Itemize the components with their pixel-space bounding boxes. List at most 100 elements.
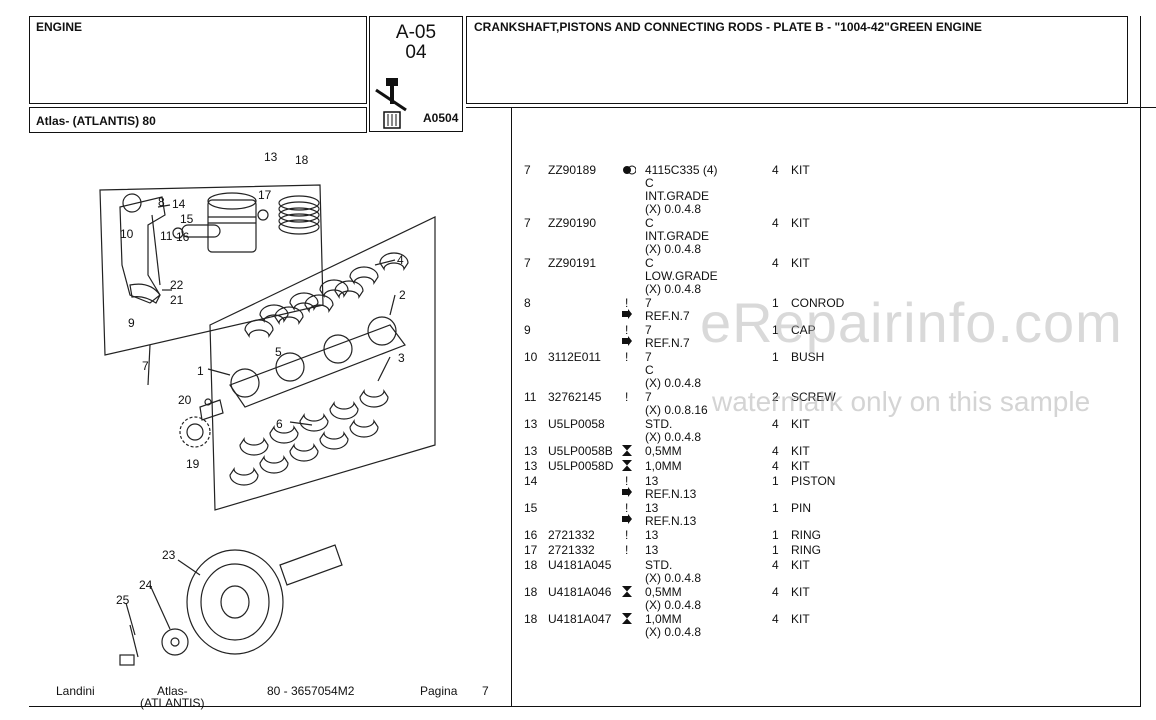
part-ref: 18: [524, 558, 538, 572]
footer-page-label: Pagina: [420, 684, 458, 698]
part-description: (X) 0.0.4.8: [645, 430, 702, 444]
part-ref: 13: [524, 444, 538, 458]
callout-7: 7: [142, 359, 149, 373]
callout-23: 23: [162, 548, 176, 562]
part-code: 2721332: [548, 543, 595, 557]
part-description: (X) 0.0.4.8: [645, 376, 702, 390]
callout-25: 25: [116, 593, 130, 607]
part-ref: 18: [524, 585, 538, 599]
part-ref: 17: [524, 543, 538, 557]
callout-24: 24: [139, 578, 153, 592]
part-name: KIT: [791, 256, 810, 270]
callout-14: 14: [172, 197, 186, 211]
part-name: KIT: [791, 444, 810, 458]
part-description: REF.N.7: [645, 336, 690, 350]
plate-title: CRANKSHAFT,PISTONS AND CONNECTING RODS -…: [474, 20, 982, 34]
part-code: U4181A047: [548, 612, 612, 626]
part-name: KIT: [791, 612, 810, 626]
part-code: ZZ90190: [548, 216, 597, 230]
column-divider: [511, 107, 512, 707]
part-description: 13: [645, 528, 659, 542]
callout-21: 21: [170, 293, 184, 307]
part-ref: 8: [524, 296, 531, 310]
callout-10: 10: [120, 227, 134, 241]
part-code: U5LP0058D: [548, 459, 614, 473]
icon-code: A0504: [423, 111, 459, 125]
part-code: 2721332: [548, 528, 595, 542]
model-box: [29, 107, 367, 133]
part-description: 0,5MM: [645, 585, 682, 599]
part-description: (X) 0.0.4.8: [645, 598, 702, 612]
part-qty: 1: [772, 350, 779, 364]
footer-page-num: 7: [482, 684, 489, 698]
part-name: PISTON: [791, 474, 836, 488]
callout-8: 8: [158, 195, 165, 209]
part-name: RING: [791, 528, 821, 542]
section-title: ENGINE: [36, 20, 83, 34]
part-name: PIN: [791, 501, 812, 515]
part-description: 13: [645, 543, 659, 557]
part-description: REF.N.13: [645, 487, 697, 501]
part-description: (X) 0.0.4.8: [645, 625, 702, 639]
part-ref: 9: [524, 323, 531, 337]
part-qty: 4: [772, 256, 779, 270]
callout-1: 1: [197, 364, 204, 378]
part-description: C: [645, 256, 654, 270]
callout-3: 3: [398, 351, 405, 365]
note-icon: !: [625, 474, 629, 488]
size-variant-icon: [622, 445, 632, 459]
part-description: 13: [645, 474, 659, 488]
part-name: KIT: [791, 163, 810, 177]
part-qty: 1: [772, 528, 779, 542]
part-qty: 1: [772, 474, 779, 488]
part-qty: 1: [772, 296, 779, 310]
part-name: KIT: [791, 585, 810, 599]
part-description: 7: [645, 296, 652, 310]
part-description: C: [645, 363, 654, 377]
footer-model2: (ATLANTIS): [140, 696, 205, 710]
part-code: U4181A045: [548, 558, 612, 572]
part-code: U5LP0058B: [548, 444, 613, 458]
callout-20: 20: [178, 393, 192, 407]
part-name: SCREW: [791, 390, 836, 404]
reference-arrow-icon: [621, 309, 633, 323]
note-icon: !: [625, 390, 629, 404]
callout-9: 9: [128, 316, 135, 330]
callout-6: 6: [276, 417, 283, 431]
code-line1: A-05: [395, 22, 437, 43]
reference-arrow-icon: [621, 336, 633, 350]
part-description: INT.GRADE: [645, 189, 710, 203]
part-ref: 14: [524, 474, 538, 488]
part-qty: 2: [772, 390, 779, 404]
bottom-border: [29, 706, 1141, 707]
note-icon: !: [625, 528, 629, 542]
section-box: [29, 16, 367, 104]
part-qty: 1: [772, 501, 779, 515]
part-code: 32762145: [548, 390, 602, 404]
part-qty: 4: [772, 216, 779, 230]
part-description: STD.: [645, 558, 673, 572]
note-icon: !: [625, 323, 629, 337]
part-ref: 13: [524, 417, 538, 431]
part-description: 13: [645, 501, 659, 515]
part-description: INT.GRADE: [645, 229, 710, 243]
right-border: [1140, 16, 1141, 706]
part-description: STD.: [645, 417, 673, 431]
part-code: 3112E011: [548, 350, 601, 364]
part-description: (X) 0.0.4.8: [645, 242, 702, 256]
interchange-icon: [622, 164, 637, 178]
part-description: (X) 0.0.4.8: [645, 571, 702, 585]
code-line2: 04: [405, 42, 427, 63]
part-ref: 11: [524, 390, 537, 404]
divider-line: [466, 107, 1156, 108]
part-name: KIT: [791, 216, 810, 230]
part-name: CAP: [791, 323, 816, 337]
callout-4: 4: [397, 253, 404, 267]
part-description: C: [645, 176, 654, 190]
part-ref: 7: [524, 256, 531, 270]
part-ref: 10: [524, 350, 538, 364]
part-qty: 4: [772, 444, 779, 458]
part-description: REF.N.13: [645, 514, 697, 528]
model-title: Atlas- (ATLANTIS) 80: [36, 114, 156, 128]
part-description: 0,5MM: [645, 444, 682, 458]
